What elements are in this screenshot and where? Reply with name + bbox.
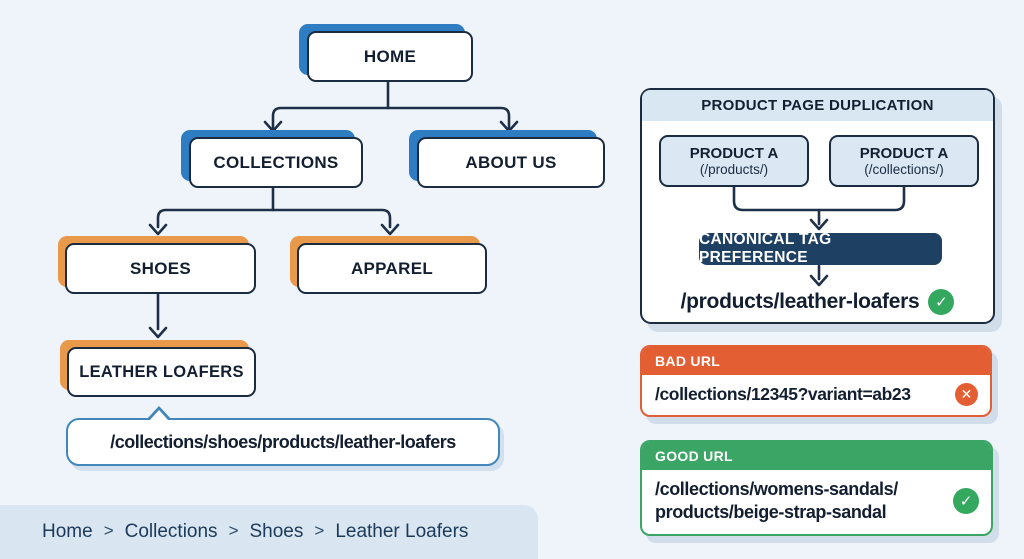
canonical-url-text: /products/leather-loafers (680, 290, 920, 313)
breadcrumb-item-home: Home (42, 521, 93, 542)
canonical-tag-pill: CANONICAL TAG PREFERENCE (699, 231, 942, 266)
sitemap-node-home: HOME (307, 31, 473, 82)
arrowhead-to-apparel (380, 223, 400, 236)
breadcrumb-item-leather-loafers: Leather Loafers (335, 521, 469, 542)
connector-merge-bracket (732, 185, 906, 212)
bad-url-body: /collections/12345?variant=ab23 ✕ (642, 375, 990, 414)
sitemap-node-apparel: APPAREL (297, 243, 487, 294)
url-callout-text: /collections/shoes/products/leather-loaf… (110, 431, 456, 452)
arrowhead-to-loafers (148, 326, 168, 339)
variant-path: (/collections/) (864, 161, 944, 177)
good-url-label: GOOD URL (642, 442, 991, 470)
bad-url-text: /collections/12345?variant=ab23 (655, 384, 911, 404)
bad-url-card: BAD URL /collections/12345?variant=ab23 … (640, 345, 992, 417)
check-icon: ✓ (953, 487, 979, 514)
breadcrumb-item-shoes: Shoes (249, 521, 304, 542)
chevron-separator-icon: > (103, 521, 114, 540)
product-variant-products: PRODUCT A (/products/) (659, 135, 809, 187)
canonical-url-row: /products/leather-loafers ✓ (642, 289, 993, 315)
variant-title: PRODUCT A (859, 144, 949, 162)
chevron-separator-icon: > (314, 521, 325, 540)
connector-collections-branch (156, 208, 392, 229)
sitemap-node-collections: COLLECTIONS (189, 137, 363, 188)
arrowhead-to-collections (263, 120, 283, 133)
variant-title: PRODUCT A (689, 144, 779, 162)
arrowhead-to-shoes (148, 223, 168, 236)
arrowhead-to-canonical-url (809, 274, 829, 287)
sitemap-node-leather-loafers: LEATHER LOAFERS (67, 347, 256, 397)
url-callout-bubble: /collections/shoes/products/leather-loaf… (66, 406, 500, 466)
panel-title: PRODUCT PAGE DUPLICATION (642, 90, 993, 121)
variant-path: (/products/) (699, 161, 769, 177)
good-url-text: /collections/womens-sandals/products/bei… (655, 479, 898, 522)
good-url-card: GOOD URL /collections/womens-sandals/pro… (640, 440, 993, 536)
breadcrumb-item-collections: Collections (124, 521, 218, 542)
product-variant-collections: PRODUCT A (/collections/) (829, 135, 979, 187)
arrowhead-to-canonical (809, 218, 829, 231)
chevron-separator-icon: > (228, 521, 239, 540)
sitemap-node-shoes: SHOES (65, 243, 256, 294)
arrowhead-to-about-us (499, 120, 519, 133)
sitemap-node-about-us: ABOUT US (417, 137, 605, 188)
breadcrumb: Home > Collections > Shoes > Leather Loa… (0, 505, 538, 559)
product-duplication-panel: PRODUCT PAGE DUPLICATION PRODUCT A (/pro… (640, 88, 995, 324)
good-url-body: /collections/womens-sandals/products/bei… (642, 470, 991, 531)
x-icon: ✕ (955, 383, 978, 406)
connector-home-branch (271, 106, 511, 131)
check-icon: ✓ (928, 289, 955, 315)
bad-url-label: BAD URL (642, 347, 990, 375)
